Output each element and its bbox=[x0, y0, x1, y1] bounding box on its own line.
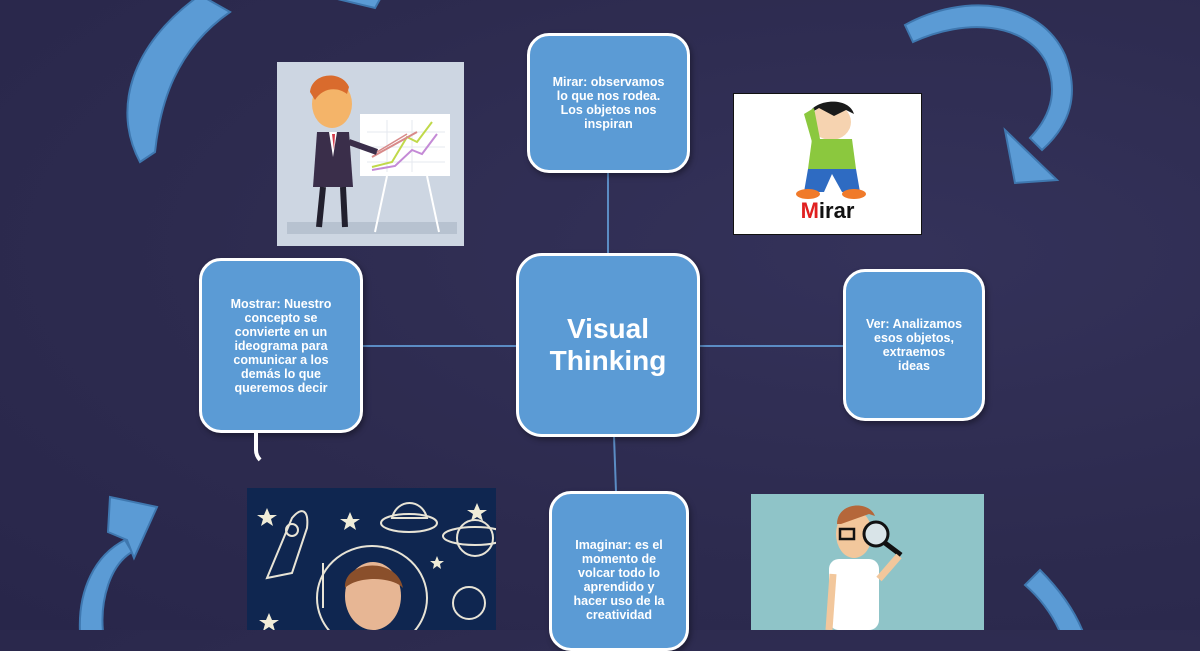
node-ver: Ver: Analizamos esos objetos, extraemos … bbox=[843, 269, 985, 421]
mirar-illustration-card: Mirar bbox=[733, 93, 922, 235]
visual-thinking-diagram: Mirar bbox=[78, 0, 1084, 651]
mostrar-callout-tail bbox=[254, 430, 274, 466]
cycle-arrow-top-left-icon bbox=[126, 0, 381, 164]
mirar-card-label: Mirar bbox=[800, 198, 855, 223]
cycle-arrow-top-right-icon bbox=[903, 4, 1073, 185]
node-visual-thinking: Visual Thinking bbox=[516, 253, 700, 437]
imaginar-space-photo bbox=[247, 488, 496, 630]
node-imaginar: Imaginar: es el momento de volcar todo l… bbox=[549, 491, 689, 651]
node-mostrar: Mostrar: Nuestro concepto se convierte e… bbox=[199, 258, 363, 433]
node-mirar: Mirar: observamos lo que nos rodea. Los … bbox=[527, 33, 690, 173]
connector-lines bbox=[362, 172, 846, 493]
connectors-and-arrows bbox=[78, 0, 1084, 630]
presenter-illustration bbox=[277, 62, 464, 246]
cycle-arrow-bottom-left-icon bbox=[78, 495, 159, 630]
cycle-arrow-bottom-right-icon bbox=[1023, 568, 1084, 630]
ver-magnifier-illustration bbox=[751, 494, 984, 630]
